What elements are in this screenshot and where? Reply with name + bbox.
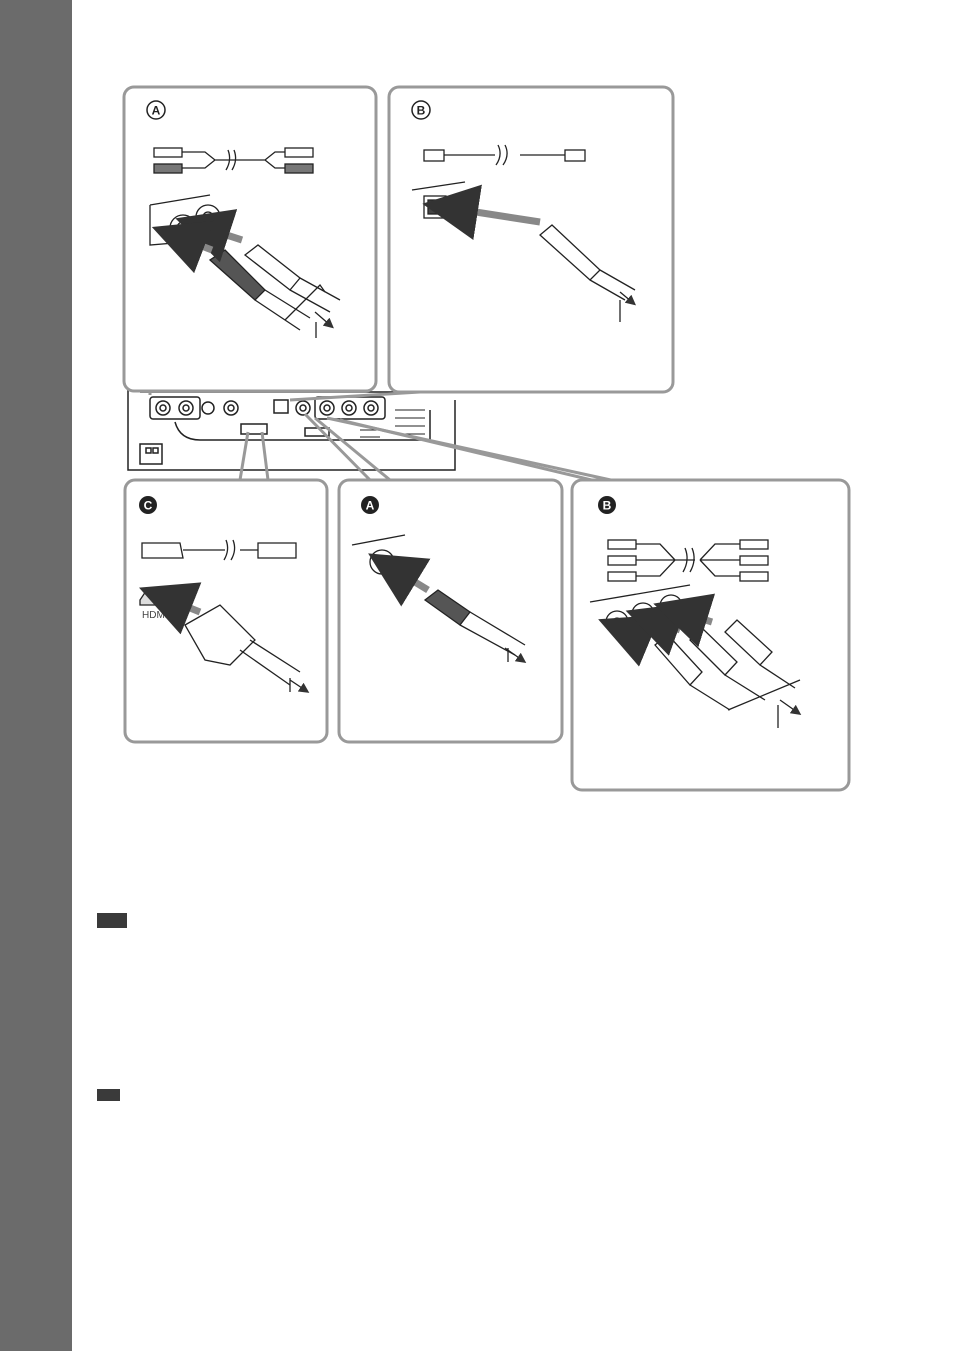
svg-text:HDMI: HDMI [142, 610, 168, 621]
panel-b-optical [389, 87, 673, 392]
panel-c-hdmi: HDMI [125, 480, 327, 742]
panel-a-coaxial [339, 480, 562, 742]
panel-letter-bottom-right: B [603, 499, 612, 513]
panel-letter-bottom-left: C [144, 499, 153, 513]
panel-a-stereo-audio [124, 87, 376, 391]
tip-badge [97, 1089, 120, 1101]
panel-letter-top-right: B [417, 104, 426, 118]
panel-b-component [572, 480, 849, 790]
note-badge [97, 913, 127, 928]
panel-letter-top-left: A [152, 104, 161, 118]
panel-letter-bottom-middle: A [366, 499, 375, 513]
